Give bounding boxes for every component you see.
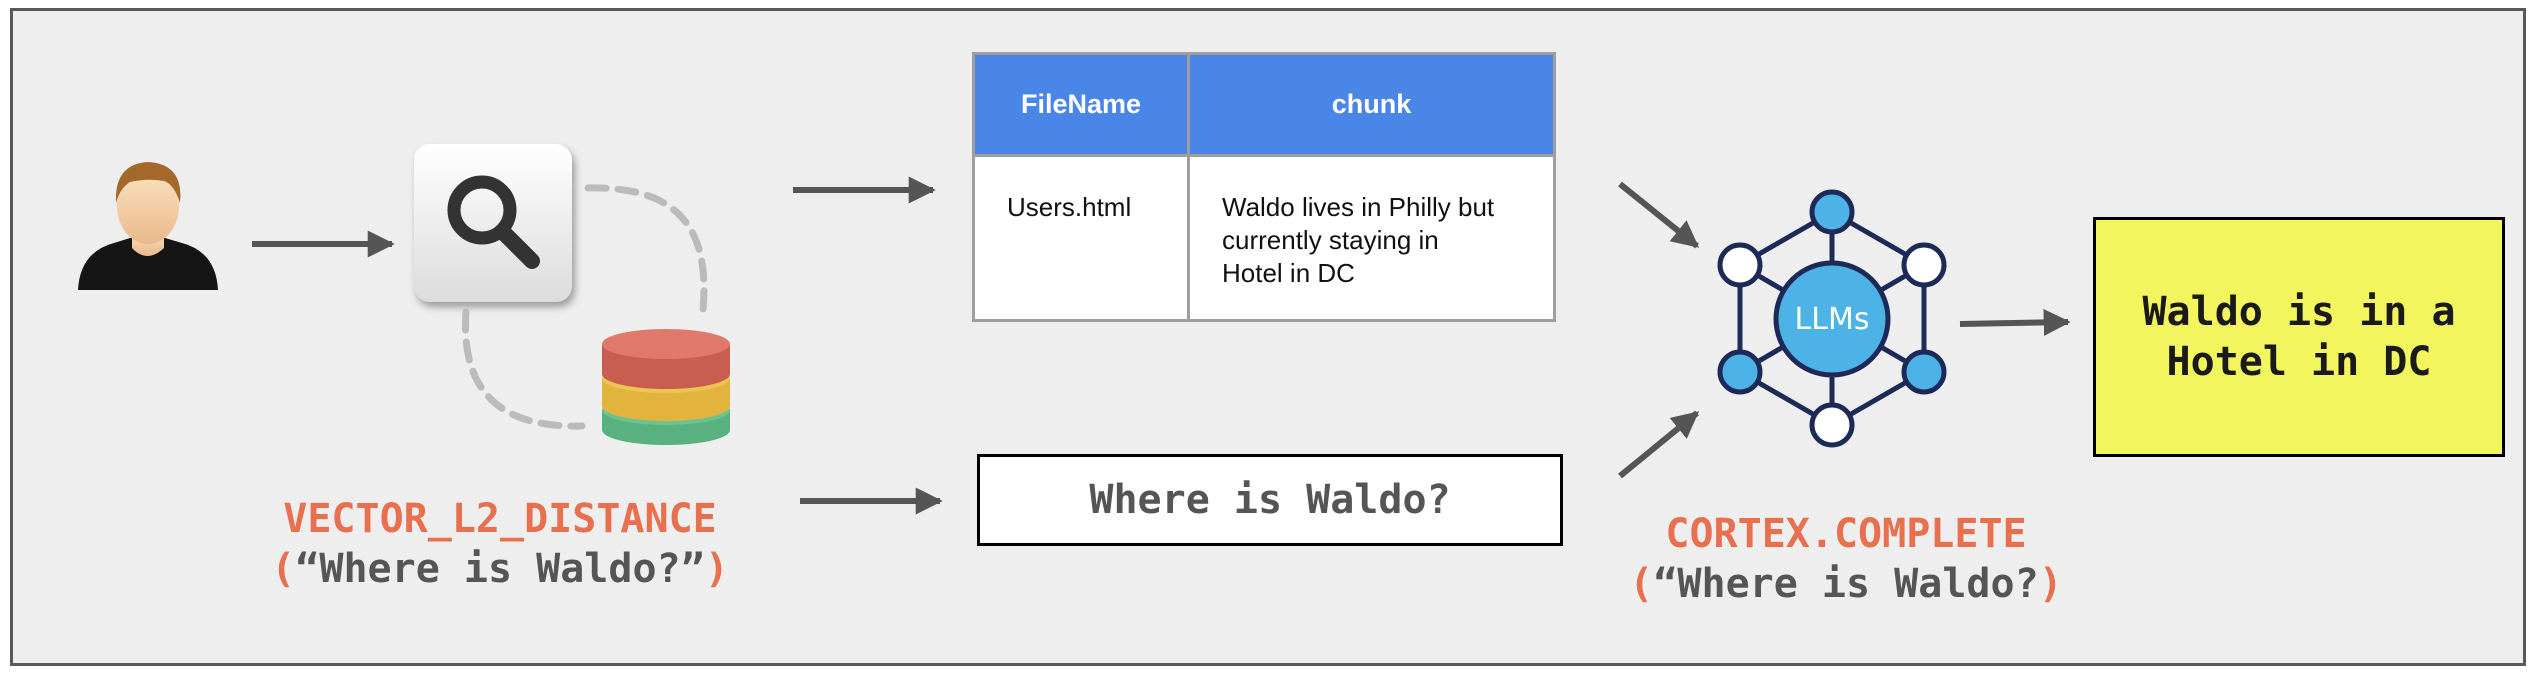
query-box: Where is Waldo? <box>977 454 1563 546</box>
llm-label: LLMs <box>1795 302 1870 337</box>
answer-box: Waldo is in a Hotel in DC <box>2093 217 2505 457</box>
close-paren: ) <box>704 546 729 592</box>
open-paren: ( <box>271 546 296 592</box>
cortex-complete-label: CORTEX.COMPLETE (“Where is Waldo?) <box>1596 509 2096 609</box>
chunk-line: Hotel in DC <box>1222 258 1355 288</box>
open-paren: ( <box>1629 561 1654 607</box>
table-cell-filename: Users.html <box>975 154 1187 319</box>
search-tile <box>414 144 572 302</box>
cortex-complete-argument: “Where is Waldo? <box>1653 561 2039 607</box>
user-avatar-icon <box>78 162 218 290</box>
chunk-line: Waldo lives in Philly but <box>1222 192 1495 222</box>
arrow-llm-to-answer <box>1959 308 2071 336</box>
chunk-line: currently staying in <box>1222 225 1439 255</box>
results-table: FileName chunk Users.html Waldo lives in… <box>972 52 1556 322</box>
vector-distance-function: VECTOR_L2_DISTANCE <box>283 496 717 542</box>
table-header-chunk: chunk <box>1187 55 1553 154</box>
vector-distance-call: (“Where is Waldo?”) <box>250 544 750 594</box>
database-icon <box>602 329 730 445</box>
cortex-complete-function: CORTEX.COMPLETE <box>1665 511 2027 557</box>
llm-network-icon: LLMs <box>1717 189 1947 448</box>
answer-line: Hotel in DC <box>2166 339 2432 385</box>
query-text: Where is Waldo? <box>1089 477 1451 523</box>
table-header-filename: FileName <box>975 55 1187 154</box>
vector-distance-argument: “Where is Waldo?” <box>295 546 705 592</box>
close-paren: ) <box>2038 561 2063 607</box>
table-cell-chunk: Waldo lives in Philly but currently stay… <box>1187 154 1553 319</box>
arrow-query-to-llm <box>1618 410 1700 479</box>
vector-distance-label: VECTOR_L2_DISTANCE (“Where is Waldo?”) <box>250 494 750 594</box>
cortex-complete-call: (“Where is Waldo?) <box>1596 559 2096 609</box>
dashed-link <box>462 184 708 430</box>
answer-line: Waldo is in a <box>2142 289 2456 335</box>
magnifier-icon <box>447 175 540 269</box>
arrow-table-to-llm <box>1618 181 1700 249</box>
